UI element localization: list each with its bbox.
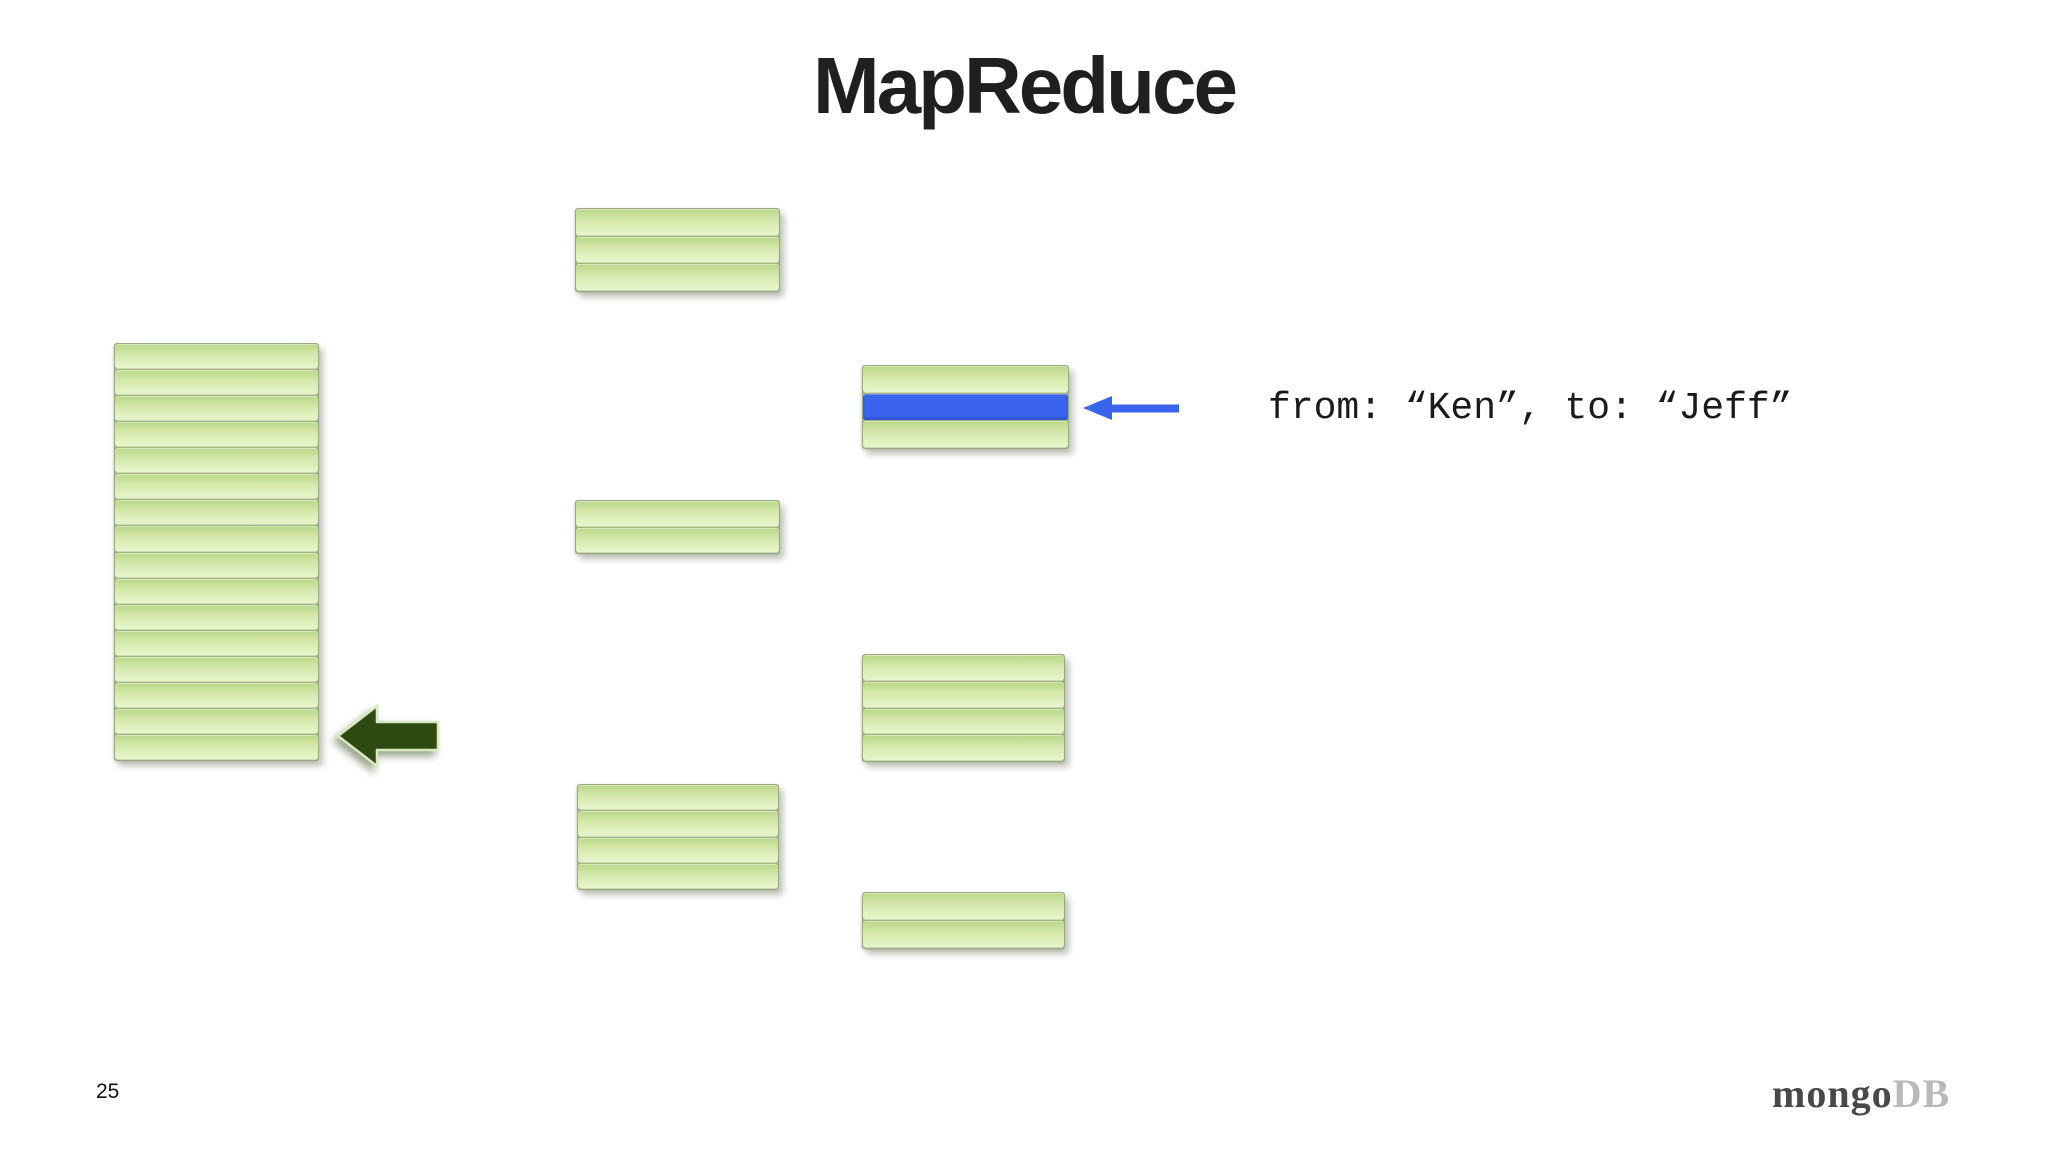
document-row (115, 630, 318, 656)
slide-title: MapReduce (813, 41, 1238, 130)
document-row (578, 785, 778, 811)
input-collection-stack (114, 343, 319, 761)
document-row (115, 422, 318, 448)
document-row (576, 264, 779, 292)
document-row (115, 500, 318, 526)
document-row (863, 421, 1068, 449)
document-chunk-middle-top (575, 208, 780, 292)
document-chunk-right-top-highlighted (862, 365, 1069, 449)
document-row (863, 655, 1064, 681)
document-row (115, 734, 318, 760)
document-row (863, 735, 1064, 761)
document-chunk-middle-mid (575, 500, 780, 554)
document-chunk-middle-bottom (577, 784, 779, 890)
document-chunk-right-mid (862, 654, 1065, 762)
document-row (115, 708, 318, 734)
highlight-annotation-text: from: “Ken”, to: “Jeff” (1268, 387, 1793, 430)
document-row (115, 552, 318, 578)
mongodb-logo-db: DB (1892, 1071, 1951, 1116)
document-chunk-right-bottom (862, 892, 1065, 949)
mongodb-logo-mongo: mongo (1772, 1071, 1893, 1116)
document-row (115, 474, 318, 500)
document-row (578, 811, 778, 837)
document-row (863, 681, 1064, 708)
document-row (115, 396, 318, 422)
document-row (863, 921, 1064, 948)
page-number: 25 (96, 1080, 120, 1103)
document-row (115, 344, 318, 370)
document-row (115, 604, 318, 630)
document-row (115, 656, 318, 682)
document-row (578, 837, 778, 863)
document-row (115, 682, 318, 708)
document-row (576, 209, 779, 236)
document-row (863, 708, 1064, 735)
document-row (863, 366, 1068, 393)
blue-left-arrow-icon (1083, 396, 1179, 420)
document-row (115, 448, 318, 474)
document-row (576, 236, 779, 264)
document-row (576, 501, 779, 527)
document-row (115, 578, 318, 604)
dark-green-left-arrow-icon (336, 704, 440, 768)
highlighted-document-row (863, 393, 1068, 421)
document-row (115, 370, 318, 396)
document-row (576, 527, 779, 553)
document-row (115, 526, 318, 552)
mongodb-logo: mongoDB (1772, 1070, 1950, 1117)
document-row (863, 893, 1064, 920)
document-row (578, 863, 778, 889)
